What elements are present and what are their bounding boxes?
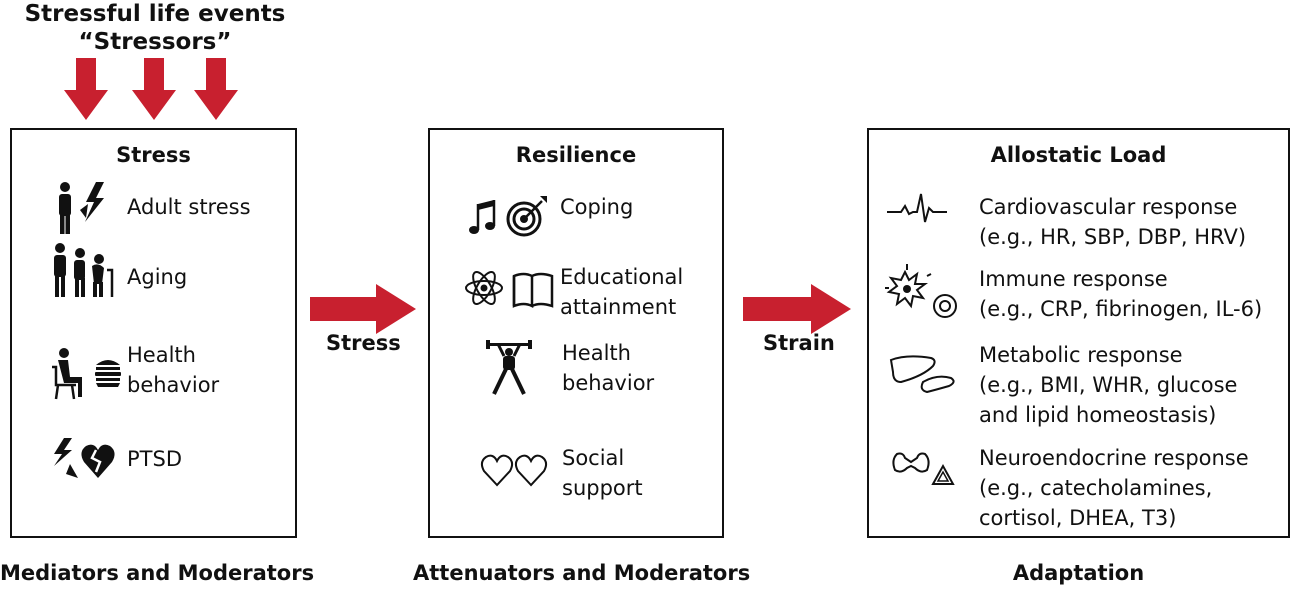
stress-item-adult-stress: Adult stress xyxy=(127,192,251,222)
allostatic-item-metabolic: Metabolic response (e.g., BMI, WHR, gluc… xyxy=(979,340,1237,430)
header-line-1: Stressful life events xyxy=(24,1,286,27)
resilience-box: Resilience Coping Educational attainment xyxy=(428,128,724,538)
item-label: Aging xyxy=(127,265,188,289)
allostatic-item-cardiovascular: Cardiovascular response (e.g., HR, SBP, … xyxy=(979,192,1246,252)
aging-icon xyxy=(54,243,114,297)
adult-stress-icon xyxy=(59,182,104,234)
item-label: Coping xyxy=(560,195,634,219)
footer-label-right: Adaptation xyxy=(1012,561,1145,585)
header-title: Stressful life events “Stressors” xyxy=(0,0,310,56)
down-arrow-3 xyxy=(194,58,238,120)
item-label-line-2: (e.g., BMI, WHR, glucose xyxy=(979,373,1238,397)
footer-label-middle: Attenuators and Moderators xyxy=(413,561,751,585)
thyroid-adrenal-icon xyxy=(892,452,955,485)
stress-item-aging: Aging xyxy=(127,262,187,292)
stress-box-title: Stress xyxy=(116,143,191,167)
resilience-box-title: Resilience xyxy=(515,143,637,167)
exercise-icon xyxy=(486,340,532,395)
item-label-line-1: Cardiovascular response xyxy=(979,195,1238,219)
header-line-2: “Stressors” xyxy=(78,29,232,55)
allostatic-item-immune: Immune response (e.g., CRP, fibrinogen, … xyxy=(979,264,1262,324)
item-label-line-1: Educational xyxy=(560,265,684,289)
down-arrow-2 xyxy=(132,58,176,120)
allostatic-box: Allostatic Load Cardiovascular response … xyxy=(867,128,1290,538)
allostatic-box-title: Allostatic Load xyxy=(990,143,1167,167)
arrow-label-stress: Stress xyxy=(326,331,401,355)
right-arrow-stress xyxy=(310,284,416,334)
item-label-line-1: Health xyxy=(127,343,196,367)
hearts-icon xyxy=(480,454,548,487)
resilience-item-social: Social support xyxy=(562,443,643,503)
stress-item-ptsd: PTSD xyxy=(127,444,182,474)
item-label-line-1: Metabolic response xyxy=(979,343,1183,367)
health-behavior-icon xyxy=(52,348,121,400)
item-label-line-1: Neuroendocrine response xyxy=(979,446,1249,470)
footer-label-left: Mediators and Moderators xyxy=(0,561,315,585)
stress-box: Stress Adult stress Aging xyxy=(10,128,297,538)
ptsd-icon xyxy=(54,438,115,478)
item-label-line-1: Health xyxy=(562,341,631,365)
item-label-line-2: attainment xyxy=(560,295,677,319)
item-label: Adult stress xyxy=(127,195,251,219)
right-arrow-strain xyxy=(743,284,851,334)
arrow-label-strain: Strain xyxy=(763,331,835,355)
item-label-line-2: behavior xyxy=(127,373,220,397)
item-label-line-1: Social xyxy=(562,446,625,470)
item-label-line-2: support xyxy=(562,476,643,500)
resilience-item-education: Educational attainment xyxy=(560,262,683,322)
item-label: PTSD xyxy=(127,447,182,471)
liver-pancreas-icon xyxy=(889,355,955,394)
item-label-line-2: (e.g., catecholamines, xyxy=(979,476,1213,500)
resilience-item-coping: Coping xyxy=(560,192,633,222)
item-label-line-2: (e.g., HR, SBP, DBP, HRV) xyxy=(979,225,1247,249)
immune-cell-icon xyxy=(885,264,957,318)
item-label-line-3: and lipid homeostasis) xyxy=(979,403,1217,427)
down-arrow-1 xyxy=(64,58,108,120)
allostatic-item-neuroendocrine: Neuroendocrine response (e.g., catechola… xyxy=(979,443,1249,533)
item-label-line-2: (e.g., CRP, fibrinogen, IL-6) xyxy=(979,297,1263,321)
resilience-item-exercise: Health behavior xyxy=(562,338,654,398)
item-label-line-2: behavior xyxy=(562,371,655,395)
stress-item-health-behavior: Health behavior xyxy=(127,340,219,400)
coping-icon xyxy=(469,196,547,237)
item-label-line-3: cortisol, DHEA, T3) xyxy=(979,506,1177,530)
heartbeat-icon xyxy=(887,193,947,223)
education-icon xyxy=(465,271,554,309)
item-label-line-1: Immune response xyxy=(979,267,1168,291)
